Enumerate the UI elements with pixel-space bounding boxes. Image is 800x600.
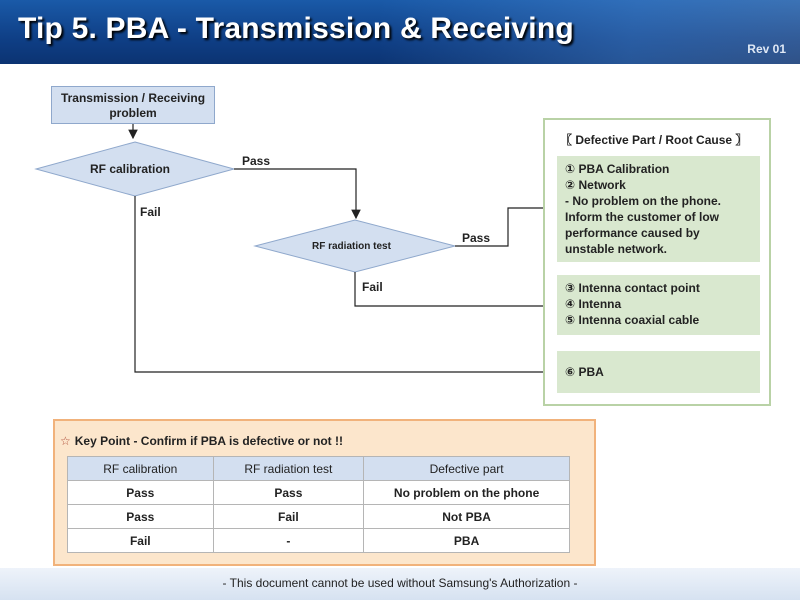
cause-line: ⑤ Intenna coaxial cable — [565, 313, 700, 327]
header-banner: Tip 5. PBA - Transmission & Receiving Re… — [0, 0, 800, 64]
cause-box-calibration-network: ① PBA Calibration ② Network - No problem… — [557, 156, 760, 262]
key-point-title: ☆Key Point - Confirm if PBA is defective… — [60, 434, 343, 448]
cause-line: ④ Intenna — [565, 297, 622, 311]
key-point-table: RF calibration RF radiation test Defecti… — [67, 456, 570, 553]
footer-bar: - This document cannot be used without S… — [0, 568, 800, 600]
table-cell: Pass — [67, 480, 214, 505]
cause-box-pba: ⑥ PBA — [557, 351, 760, 393]
start-box: Transmission / Receiving problem — [51, 86, 215, 124]
table-cell: PBA — [363, 528, 570, 553]
pass-label-2: Pass — [462, 231, 491, 245]
fail-label-2: Fail — [362, 280, 383, 294]
cause-line: unstable network. — [565, 242, 668, 256]
star-icon: ☆ — [60, 434, 71, 448]
cause-line: ② Network — [565, 178, 626, 192]
cause-line: performance caused by — [565, 226, 700, 240]
footer-notice: - This document cannot be used without S… — [222, 576, 578, 590]
header-decoration — [380, 0, 800, 64]
cause-line: - No problem on the phone. — [565, 194, 721, 208]
column-header: Defective part — [363, 456, 570, 481]
connector-pass-to-rf-radiation — [234, 168, 361, 220]
page-title: Tip 5. PBA - Transmission & Receiving — [18, 12, 574, 45]
revision-label: Rev 01 — [747, 42, 786, 56]
rf-radiation-test-label: RF radiation test — [312, 241, 391, 252]
table-cell: Fail — [212, 504, 365, 529]
table-row: Pass Fail Not PBA — [67, 504, 570, 529]
key-point-text: Key Point - Confirm if PBA is defective … — [74, 434, 344, 448]
table-cell: Pass — [67, 504, 214, 529]
connector-fail-to-cause-box3 — [134, 196, 555, 377]
cause-box-intenna: ③ Intenna contact point ④ Intenna ⑤ Inte… — [557, 275, 760, 335]
pass-label-1: Pass — [242, 154, 271, 168]
fail-label-1: Fail — [140, 205, 161, 219]
table-cell: Fail — [67, 528, 214, 553]
table-row: Fail - PBA — [67, 528, 570, 553]
rf-calibration-label: RF calibration — [90, 162, 171, 176]
cause-line: ③ Intenna contact point — [565, 281, 700, 295]
cause-line: Inform the customer of low — [565, 210, 720, 224]
table-header-row: RF calibration RF radiation test Defecti… — [67, 456, 570, 481]
table-cell: Pass — [212, 480, 365, 505]
root-cause-title: 〖 Defective Part / Root Cause 〗 — [560, 133, 748, 147]
cause-line: ⑥ PBA — [565, 365, 604, 379]
column-header: RF calibration — [67, 456, 214, 481]
table-row: Pass Pass No problem on the phone — [67, 480, 570, 505]
table-cell: - — [212, 528, 365, 553]
table-cell: No problem on the phone — [363, 480, 570, 505]
cause-line: ① PBA Calibration — [565, 162, 670, 176]
column-header: RF radiation test — [212, 456, 365, 481]
connector-pass-to-cause-box1 — [455, 203, 555, 247]
connector-fail-to-cause-box2 — [354, 272, 555, 311]
table-cell: Not PBA — [363, 504, 570, 529]
